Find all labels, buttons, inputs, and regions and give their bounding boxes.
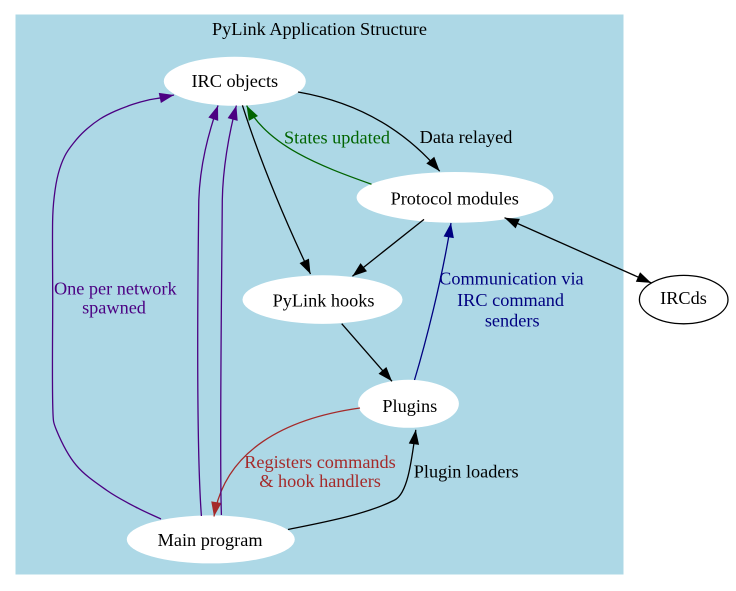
svg-text:Communication via: Communication via	[439, 269, 583, 289]
svg-text:Main program: Main program	[158, 530, 263, 550]
svg-text:Data relayed: Data relayed	[420, 127, 513, 147]
svg-text:senders: senders	[485, 310, 540, 330]
svg-text:IRC command: IRC command	[457, 290, 564, 310]
svg-text:States updated: States updated	[284, 128, 390, 148]
svg-text:IRC objects: IRC objects	[191, 71, 278, 91]
svg-text:IRCds: IRCds	[660, 288, 707, 308]
svg-text:Registers commands: Registers commands	[244, 452, 396, 472]
svg-text:PyLink Application Structure: PyLink Application Structure	[212, 19, 427, 39]
svg-text:spawned: spawned	[82, 297, 146, 317]
svg-text:Plugin loaders: Plugin loaders	[414, 462, 519, 482]
svg-text:PyLink hooks: PyLink hooks	[273, 290, 375, 310]
svg-text:Protocol modules: Protocol modules	[391, 188, 519, 208]
svg-text:One per network: One per network	[54, 279, 178, 299]
svg-text:Plugins: Plugins	[382, 396, 437, 416]
svg-text:& hook handlers: & hook handlers	[259, 471, 381, 491]
